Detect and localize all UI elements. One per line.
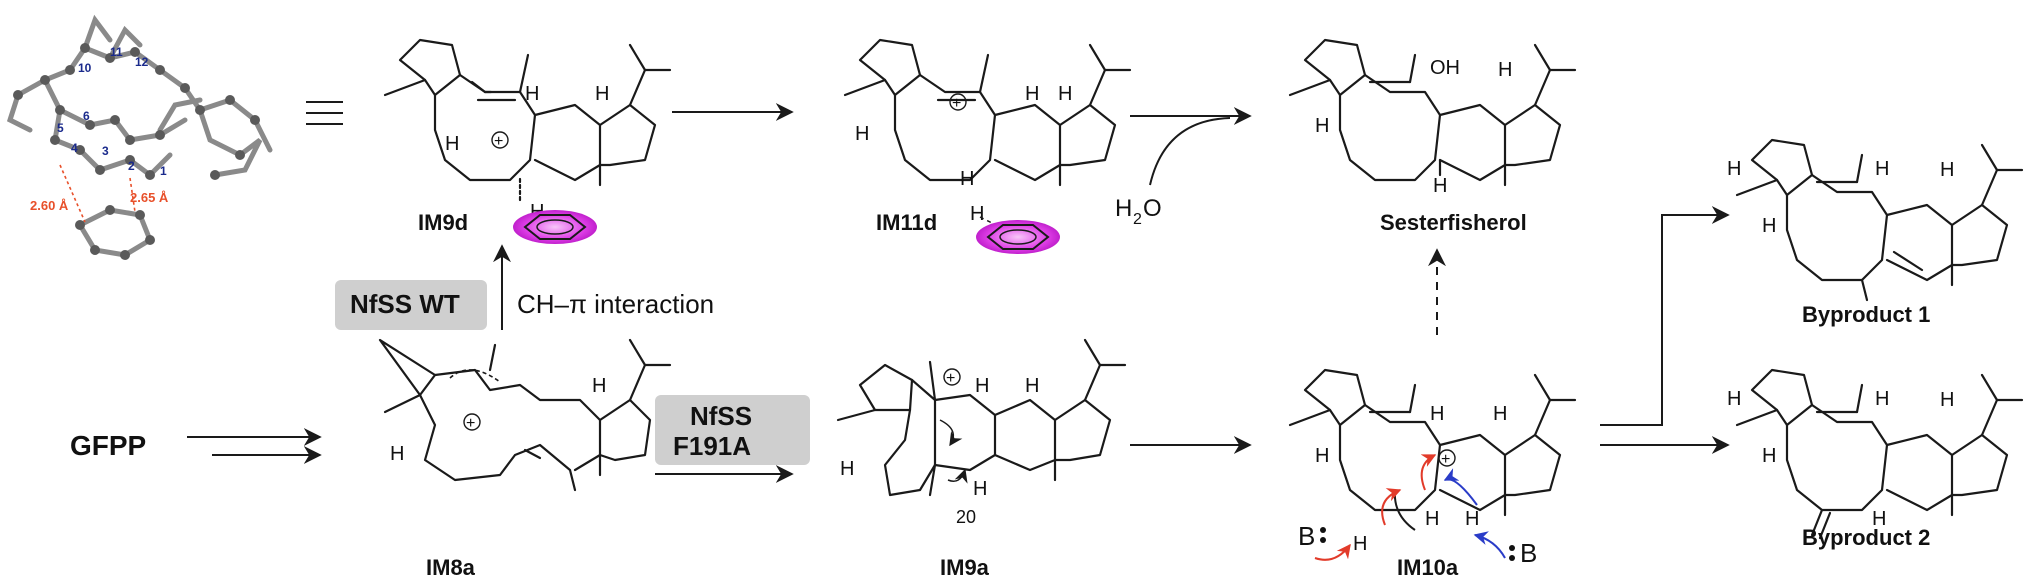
distance-label-1: 2.60 Å xyxy=(30,198,69,213)
svg-text:H: H xyxy=(840,458,854,480)
svg-text:H: H xyxy=(1762,445,1776,467)
arrows-to-byproducts xyxy=(1600,206,1730,454)
structure-im8a: H H + xyxy=(378,338,672,492)
benzene-im9d xyxy=(513,210,597,244)
svg-text:H: H xyxy=(1430,403,1444,425)
svg-text:H: H xyxy=(960,168,974,190)
benzene-im11d xyxy=(976,220,1060,254)
svg-text:H: H xyxy=(592,375,606,397)
svg-text:H: H xyxy=(1872,508,1886,530)
atom-number-3: 3 xyxy=(102,144,109,158)
base-right: B xyxy=(1509,538,1537,568)
atom-number-12: 12 xyxy=(135,55,149,69)
water-h: H xyxy=(1115,195,1132,222)
enzyme-mutant-line2: F191A xyxy=(673,431,751,461)
svg-text:H: H xyxy=(1353,533,1367,555)
svg-text:H: H xyxy=(1727,388,1741,410)
svg-text:H: H xyxy=(525,83,539,105)
label-byproduct1: Byproduct 1 xyxy=(1802,302,1930,327)
enzyme-box-mutant: NfSS F191A xyxy=(655,395,810,465)
atom-number-10: 10 xyxy=(78,61,92,75)
svg-text:H: H xyxy=(1465,508,1479,530)
svg-text:H: H xyxy=(1493,403,1507,425)
structure-im11d: H H H H H + xyxy=(843,38,1132,233)
label-byproduct2: Byproduct 2 xyxy=(1802,525,1930,550)
svg-text:H: H xyxy=(1940,159,1954,181)
ch-pi-annotation: CH–π interaction xyxy=(517,289,714,319)
svg-text:+: + xyxy=(1441,451,1450,468)
svg-text:H: H xyxy=(855,123,869,145)
svg-text:H: H xyxy=(595,83,609,105)
water-subscript: 2 xyxy=(1133,211,1142,228)
base-left: B xyxy=(1298,521,1326,551)
atom-number-11: 11 xyxy=(110,45,123,59)
svg-text:H: H xyxy=(1498,59,1512,81)
label-im10a: IM10a xyxy=(1397,555,1459,580)
enzyme-box-wt: NfSS WT xyxy=(335,280,487,330)
label-im11d: IM11d xyxy=(876,210,937,235)
svg-text:H: H xyxy=(1025,83,1039,105)
arrow-hydration: H 2 O xyxy=(1115,107,1252,228)
svg-text:H: H xyxy=(1025,375,1039,397)
enzyme-wt-label: NfSS WT xyxy=(350,289,460,319)
svg-text:+: + xyxy=(466,415,475,432)
atom-number-2: 2 xyxy=(128,159,135,173)
svg-text:H: H xyxy=(1727,158,1741,180)
svg-text:H: H xyxy=(1875,158,1889,180)
inset-3d-model: 2.60 Å 2.65 Å 10 11 12 5 6 4 3 2 1 xyxy=(6,14,273,260)
svg-text:+: + xyxy=(494,133,503,150)
enzyme-mutant-line1: NfSS xyxy=(690,401,752,431)
structure-byproduct2: H H H H H xyxy=(1727,368,2024,540)
base-right-label: B xyxy=(1520,538,1537,568)
label-gfpp: GFPP xyxy=(70,430,146,461)
carbon-20-label: 20 xyxy=(956,507,976,527)
svg-text:H: H xyxy=(1762,215,1776,237)
svg-text:H: H xyxy=(1433,175,1447,197)
svg-text:H: H xyxy=(1875,388,1889,410)
structure-byproduct1: H H H H xyxy=(1727,138,2024,302)
svg-text:H: H xyxy=(1425,508,1439,530)
structure-im9a: H H H H + 20 xyxy=(836,338,1127,527)
label-im9a: IM9a xyxy=(940,555,990,580)
svg-text:+: + xyxy=(952,95,961,112)
equivalence-sign xyxy=(306,101,343,125)
atom-number-4: 4 xyxy=(71,141,78,155)
structure-im9d: H H H H + xyxy=(383,38,672,236)
base-left-label: B xyxy=(1298,521,1315,551)
structure-sesterfisherol: OH H H H xyxy=(1288,38,1577,197)
water-o: O xyxy=(1143,195,1162,222)
svg-text:+: + xyxy=(946,370,955,387)
atom-number-1: 1 xyxy=(160,164,167,178)
atom-number-6: 6 xyxy=(83,109,90,123)
arrow-gfpp-to-im8a xyxy=(187,428,322,464)
atom-number-5: 5 xyxy=(57,121,64,135)
distance-label-2: 2.65 Å xyxy=(130,190,169,205)
structure-im10a: H H H H H H + xyxy=(1288,368,1577,561)
oh-label: OH xyxy=(1430,57,1460,79)
label-im8a: IM8a xyxy=(426,555,476,580)
svg-text:H: H xyxy=(975,375,989,397)
svg-text:H: H xyxy=(973,478,987,500)
svg-text:H: H xyxy=(1315,445,1329,467)
svg-text:H: H xyxy=(390,443,404,465)
label-sesterfisherol: Sesterfisherol xyxy=(1380,210,1527,235)
label-im9d: IM9d xyxy=(418,210,468,235)
svg-text:H: H xyxy=(1940,389,1954,411)
svg-text:H: H xyxy=(1058,83,1072,105)
svg-text:H: H xyxy=(1315,115,1329,137)
svg-text:H: H xyxy=(970,203,984,225)
svg-text:H: H xyxy=(445,133,459,155)
